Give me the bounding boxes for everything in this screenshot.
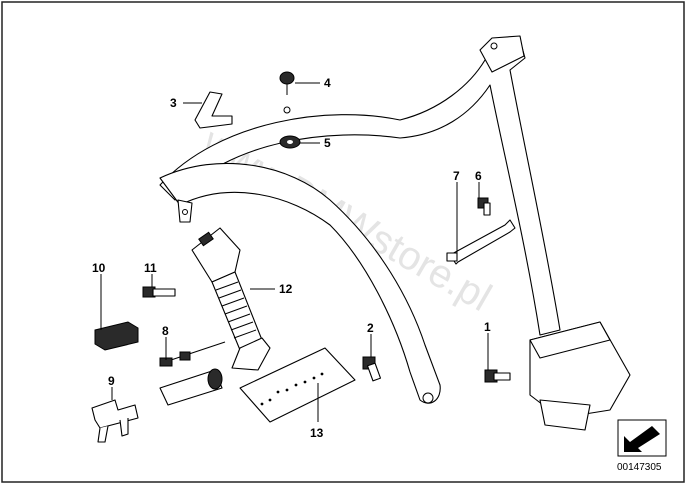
callout-13: 13 [310, 426, 324, 440]
bolt-part-2 [362, 356, 382, 382]
cover-part-10 [94, 321, 139, 351]
callout-11: 11 [144, 261, 157, 275]
buckle-part-12 [159, 227, 271, 406]
cable-part-8 [159, 341, 226, 367]
callout-10: 10 [92, 261, 106, 275]
corner-arrow-icon [617, 419, 667, 457]
callout-3: 3 [170, 96, 177, 110]
callouts: 1 2 3 4 5 6 7 8 9 10 11 12 13 [92, 76, 491, 440]
clip-part-9 [91, 399, 139, 443]
leader-lines [100, 82, 489, 422]
callout-9: 9 [108, 374, 115, 388]
bushing-part-5 [279, 135, 301, 149]
bolt-part-1 [484, 369, 511, 383]
reference-number: 00147305 [617, 462, 662, 473]
bracket-part-7 [446, 219, 516, 265]
bolt-part-11 [142, 286, 176, 298]
callout-1: 1 [484, 320, 491, 334]
screw-part-6 [477, 197, 491, 216]
seat-belt-webbing [159, 35, 561, 404]
callout-12: 12 [279, 282, 293, 296]
callout-4: 4 [324, 76, 331, 90]
callout-7: 7 [453, 169, 460, 183]
callout-8: 8 [162, 324, 169, 338]
belt-retractor [529, 321, 631, 431]
callout-5: 5 [324, 136, 331, 150]
strap-end-part-3 [194, 91, 233, 129]
callout-2: 2 [367, 321, 374, 335]
callout-6: 6 [475, 169, 482, 183]
label-sheet-part-13 [239, 347, 356, 423]
stopper-button-part-4 [279, 71, 295, 114]
